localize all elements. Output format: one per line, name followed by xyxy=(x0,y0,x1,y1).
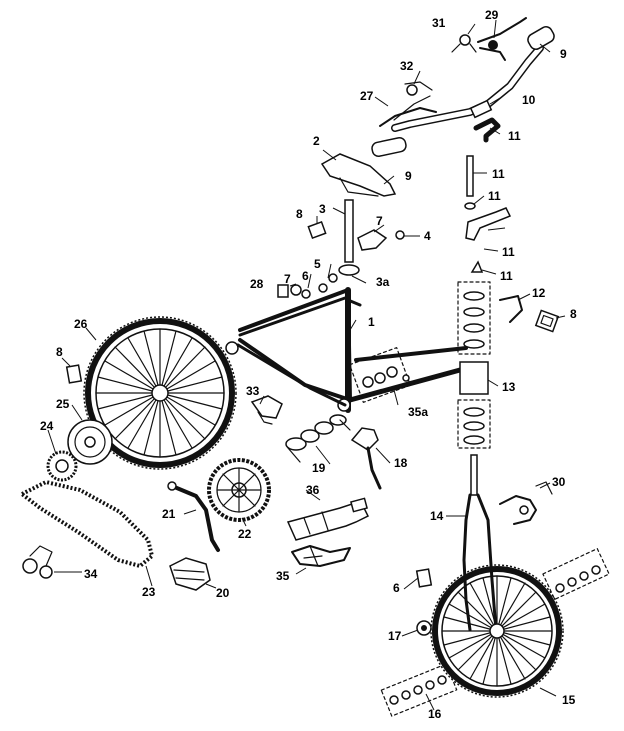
callout-22: 22 xyxy=(238,527,252,541)
callout-8-seat: 8 xyxy=(296,207,303,221)
callout-9-grip-left: 9 xyxy=(405,169,412,183)
handlebar-grip-left xyxy=(371,136,407,158)
callout-21: 21 xyxy=(162,507,176,521)
callout-8-head: 8 xyxy=(570,307,577,321)
callout-30: 30 xyxy=(552,475,566,489)
front-derailleur xyxy=(250,395,283,425)
reflector-bracket xyxy=(499,295,560,333)
bottom-bracket-cups xyxy=(349,347,411,403)
callout-labels: 1 2 3 3a 4 5 6 6 7 7 8 8 8 9 9 10 11 11 … xyxy=(40,8,577,721)
callout-14: 14 xyxy=(430,509,444,523)
stem-quill xyxy=(464,117,512,273)
callout-5: 5 xyxy=(314,257,321,271)
bottle-cage xyxy=(291,545,351,567)
callout-24: 24 xyxy=(40,419,54,433)
callout-10: 10 xyxy=(522,93,536,107)
callout-16: 16 xyxy=(428,707,442,721)
callout-15: 15 xyxy=(562,693,576,707)
rear-derailleur xyxy=(22,545,53,579)
handlebar xyxy=(391,44,544,132)
callout-29: 29 xyxy=(485,8,499,22)
brake-lever-left xyxy=(379,95,437,127)
brake-lever-right xyxy=(477,17,527,61)
small-hardware-cluster xyxy=(277,273,338,299)
callout-3: 3 xyxy=(319,202,326,216)
callout-11-a: 11 xyxy=(508,129,521,143)
callout-11-d: 11 xyxy=(502,245,515,259)
front-wheel xyxy=(430,564,564,698)
callout-31: 31 xyxy=(432,16,446,30)
callout-23: 23 xyxy=(142,585,156,599)
callout-28: 28 xyxy=(250,277,264,291)
callout-7-upper: 7 xyxy=(376,214,383,228)
callout-3a: 3a xyxy=(376,275,390,289)
callout-11-b: 11 xyxy=(492,167,505,181)
callout-17: 17 xyxy=(388,629,402,643)
leader-lines xyxy=(47,19,566,711)
callout-35a: 35a xyxy=(408,405,428,419)
front-brake-caliper xyxy=(499,481,553,525)
callout-11-e: 11 xyxy=(500,269,513,283)
callout-2: 2 xyxy=(313,134,320,148)
shifter-right xyxy=(451,34,477,53)
callout-25: 25 xyxy=(56,397,70,411)
chainring xyxy=(207,458,271,522)
callout-13: 13 xyxy=(502,380,516,394)
callout-1: 1 xyxy=(368,315,375,329)
callout-34: 34 xyxy=(84,567,98,581)
callout-8-rear: 8 xyxy=(56,345,63,359)
spoke-protector xyxy=(67,419,113,465)
callout-35: 35 xyxy=(276,569,290,583)
front-fork xyxy=(462,454,498,632)
handlebar-grip-right xyxy=(527,26,555,50)
frame xyxy=(225,287,489,413)
seat-post xyxy=(338,199,360,276)
callout-20: 20 xyxy=(216,586,230,600)
saddle xyxy=(320,153,397,197)
rear-hub-parts xyxy=(380,663,458,717)
callout-18: 18 xyxy=(394,456,408,470)
chain xyxy=(18,479,155,569)
pedal xyxy=(169,557,211,591)
shifter-left xyxy=(404,81,433,96)
axle-nut xyxy=(416,620,432,636)
callout-26: 26 xyxy=(74,317,88,331)
kickstand xyxy=(350,427,382,490)
callout-6-lower: 6 xyxy=(393,581,400,595)
crank-arm xyxy=(167,481,220,552)
rear-wheel xyxy=(83,316,237,470)
callout-36: 36 xyxy=(306,483,320,497)
water-bottle xyxy=(286,497,370,541)
bottom-bracket-parts xyxy=(285,414,351,463)
callout-19: 19 xyxy=(312,461,326,475)
callout-32: 32 xyxy=(400,59,414,73)
callout-11-c: 11 xyxy=(488,189,501,203)
freewheel xyxy=(46,450,78,482)
headset-stack xyxy=(457,281,491,449)
front-hub-parts xyxy=(542,548,610,600)
callout-7-lower: 7 xyxy=(284,272,291,286)
callout-9-grip-right: 9 xyxy=(560,47,567,61)
seat-clamp xyxy=(307,221,405,251)
callout-12: 12 xyxy=(532,286,546,300)
rear-reflector xyxy=(65,364,83,384)
callout-6-upper: 6 xyxy=(302,269,309,283)
callout-33: 33 xyxy=(246,384,260,398)
front-reflector xyxy=(415,568,433,588)
callout-27: 27 xyxy=(360,89,374,103)
callout-4: 4 xyxy=(424,229,431,243)
